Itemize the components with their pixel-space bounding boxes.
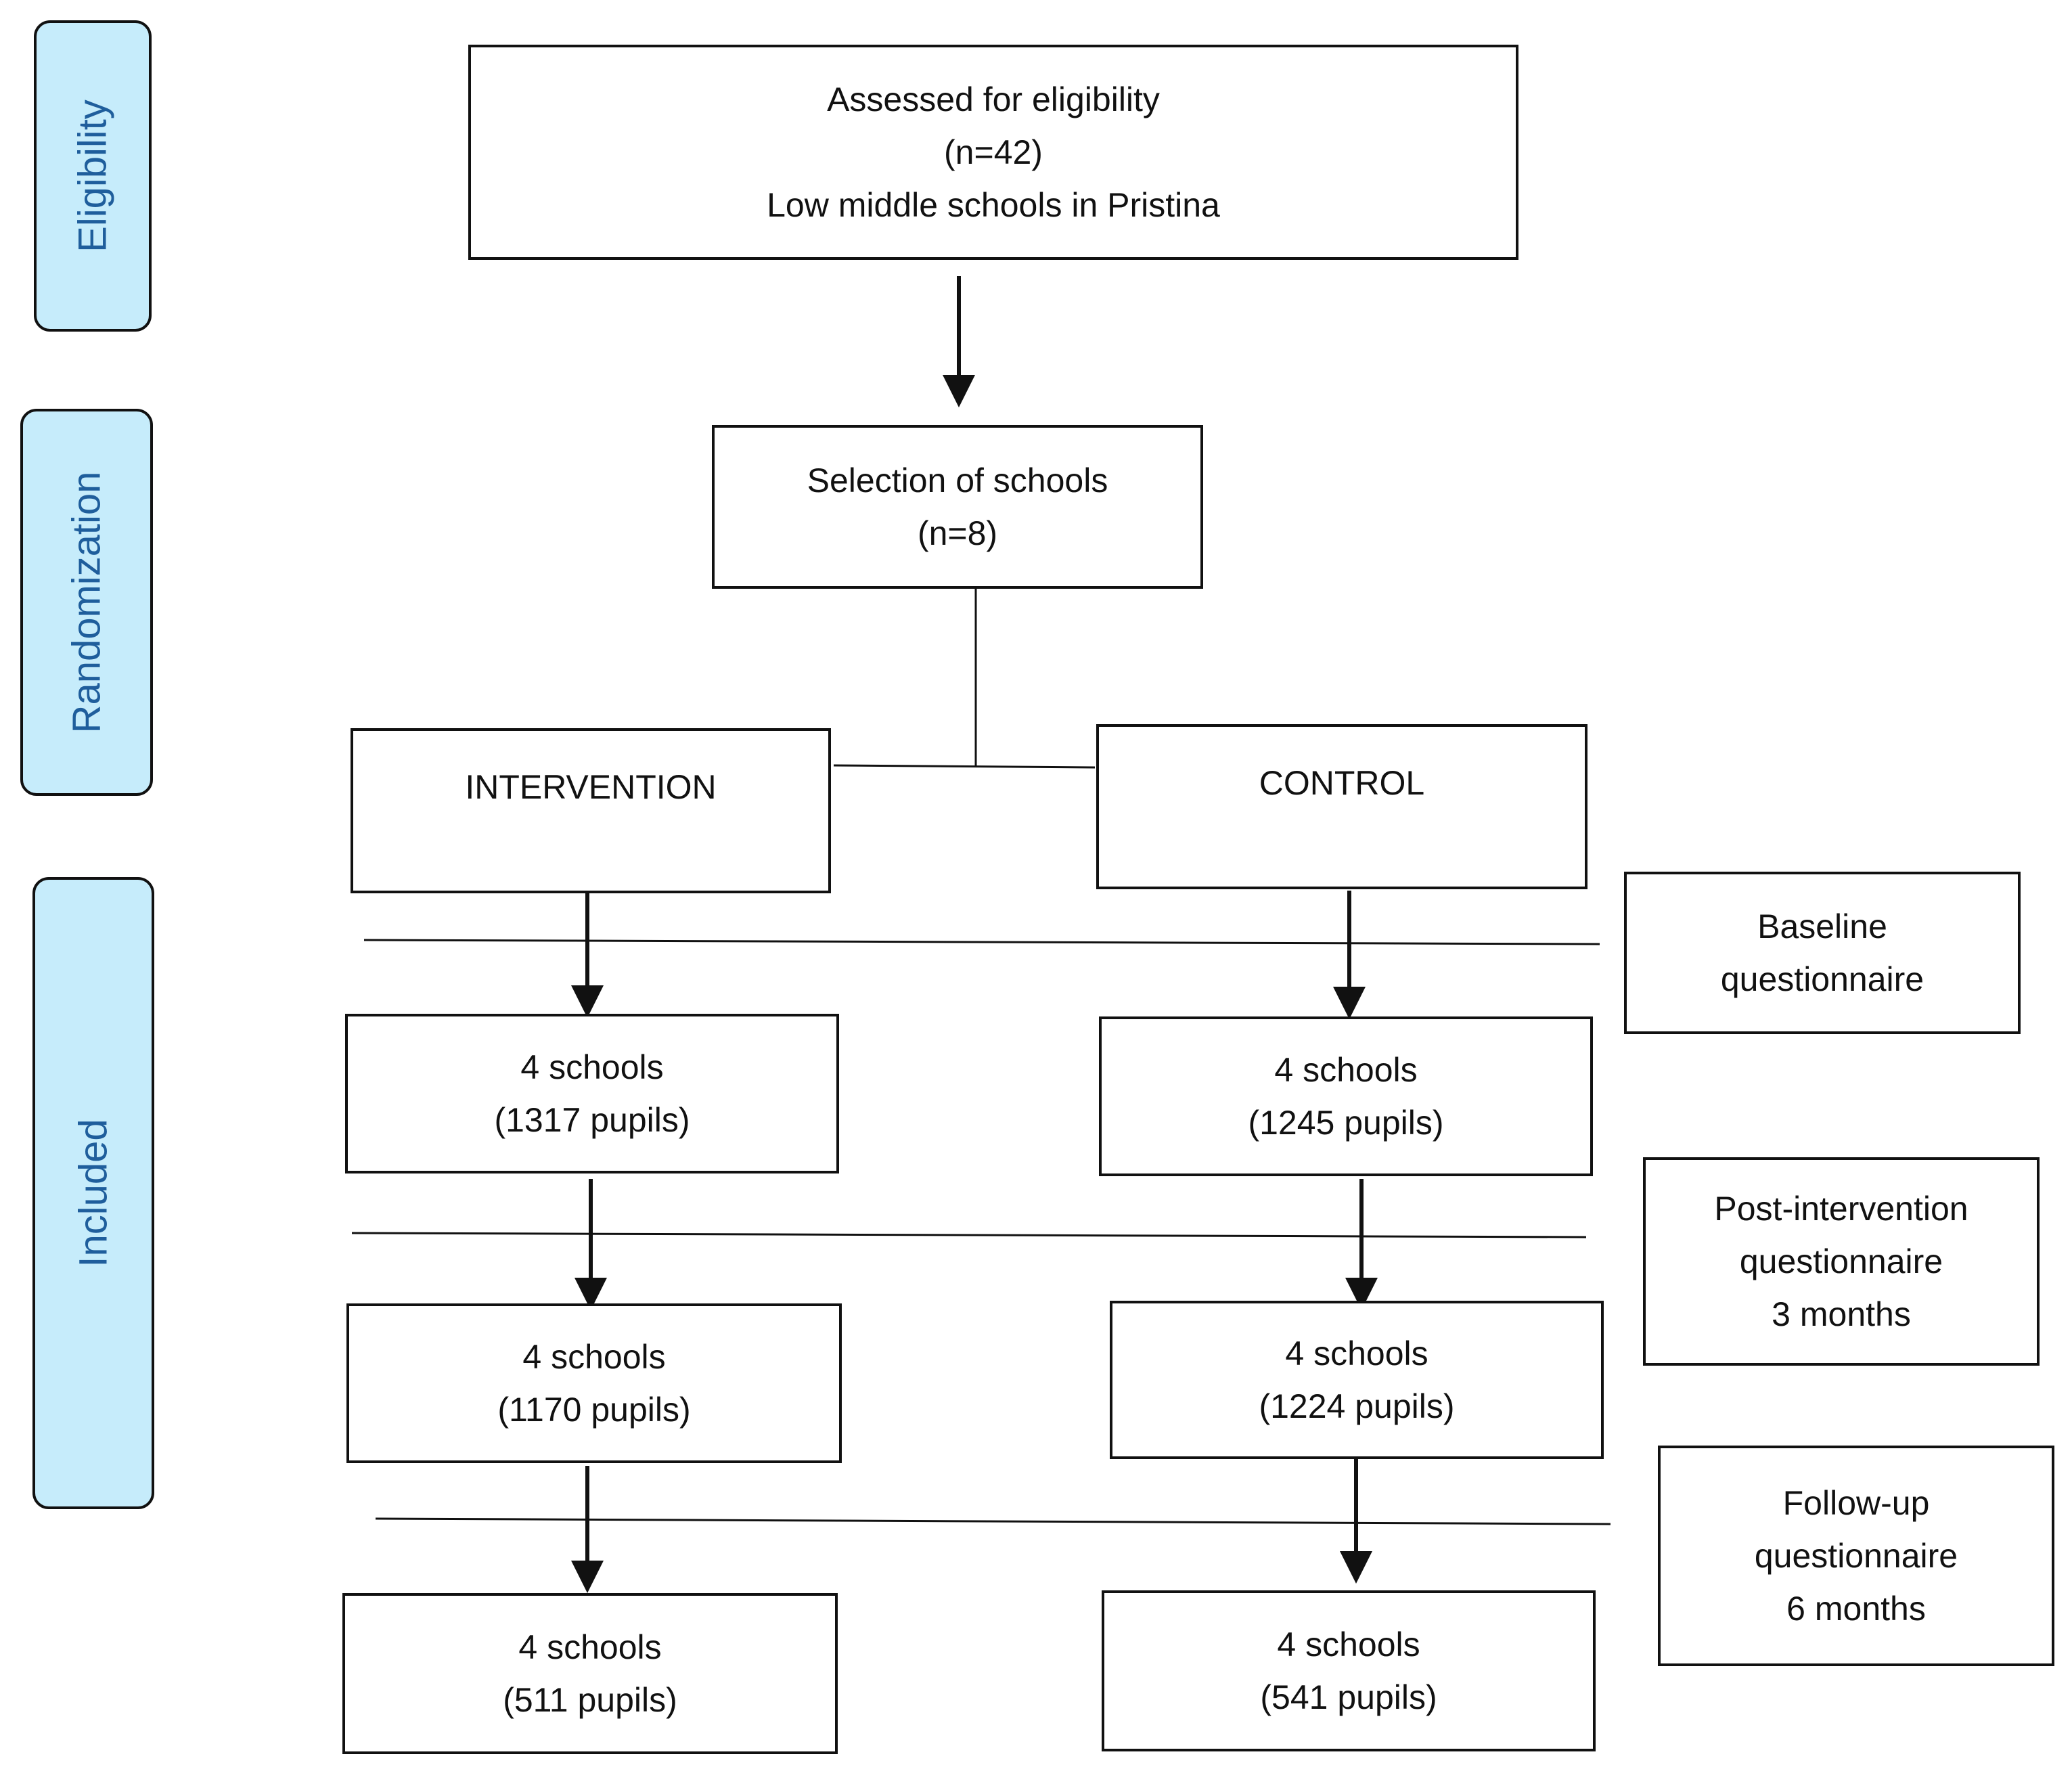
assessed-line3: Low middle schools in Pristina [767,186,1220,224]
phase-eligibility-label: Eligibility [70,99,115,252]
baseline-line1: Baseline [1757,908,1887,945]
intervention-post-pupils: (1170 pupils) [497,1391,691,1429]
baseline-timepoint-box: Baseline questionnaire [1624,872,2021,1034]
control-post-box: 4 schools (1224 pupils) [1110,1301,1604,1459]
selection-line2: (n=8) [917,514,998,552]
phase-included: Included [32,877,154,1509]
intervention-post-schools: 4 schools [522,1338,666,1376]
phase-included-label: Included [71,1119,116,1268]
assessed-line1: Assessed for eligibility [827,81,1160,118]
post-line1: Post-intervention [1714,1190,1968,1228]
control-baseline-pupils: (1245 pupils) [1248,1104,1444,1142]
split-horizontal-line [833,764,1096,769]
followup-line2: questionnaire [1754,1537,1958,1575]
followup-line1: Follow-up [1782,1484,1930,1522]
assessed-box: Assessed for eligibility (n=42) Low midd… [468,45,1518,260]
followup-line3: 6 months [1786,1590,1926,1628]
post-separator-line [351,1232,1587,1238]
control-followup-schools: 4 schools [1277,1626,1420,1663]
intervention-baseline-schools: 4 schools [520,1048,664,1086]
intervention-followup-pupils: (511 pupils) [503,1681,677,1719]
phase-randomization: Randomization [20,409,153,796]
control-post-pupils: (1224 pupils) [1259,1387,1455,1425]
control-baseline-box: 4 schools (1245 pupils) [1099,1016,1593,1176]
post-line3: 3 months [1772,1295,1911,1333]
intervention-arm-box: INTERVENTION [351,728,831,893]
post-line2: questionnaire [1739,1243,1943,1280]
intervention-baseline-pupils: (1317 pupils) [494,1101,690,1139]
followup-separator-line [375,1517,1611,1525]
control-followup-box: 4 schools (541 pupils) [1102,1590,1596,1751]
baseline-separator-line [363,939,1600,945]
control-arm-label: CONTROL [1259,764,1425,802]
intervention-post-box: 4 schools (1170 pupils) [346,1303,842,1463]
phase-randomization-label: Randomization [64,471,109,734]
control-arm-box: CONTROL [1096,724,1587,889]
post-intervention-timepoint-box: Post-intervention questionnaire 3 months [1643,1157,2040,1366]
baseline-line2: questionnaire [1720,960,1924,998]
intervention-baseline-box: 4 schools (1317 pupils) [345,1014,839,1173]
selection-line1: Selection of schools [807,462,1108,499]
intervention-followup-schools: 4 schools [518,1628,662,1666]
intervention-followup-box: 4 schools (511 pupils) [342,1593,838,1754]
phase-eligibility: Eligibility [34,20,152,332]
selection-box: Selection of schools (n=8) [712,425,1203,589]
control-post-schools: 4 schools [1285,1335,1428,1372]
control-baseline-schools: 4 schools [1274,1051,1418,1089]
followup-timepoint-box: Follow-up questionnaire 6 months [1658,1446,2054,1666]
intervention-arm-label: INTERVENTION [465,768,717,806]
assessed-line2: (n=42) [944,133,1043,171]
control-followup-pupils: (541 pupils) [1260,1678,1437,1716]
